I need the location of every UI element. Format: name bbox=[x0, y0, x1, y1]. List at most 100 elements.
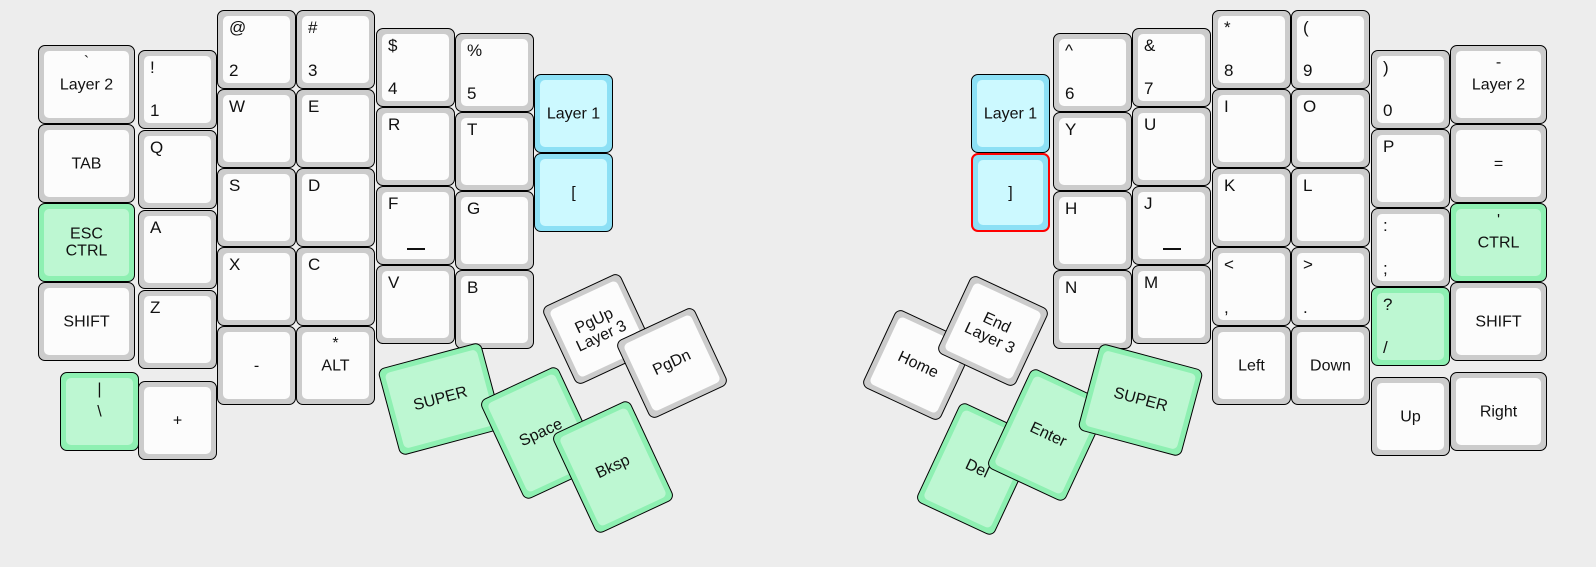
key-b[interactable]: B bbox=[455, 270, 534, 349]
key-k[interactable]: K bbox=[1212, 168, 1291, 247]
key-cap: #3 bbox=[302, 16, 369, 83]
key-o[interactable]: O bbox=[1291, 89, 1370, 168]
key-legend: SUPER bbox=[411, 383, 469, 415]
key-0[interactable]: )0 bbox=[1371, 50, 1450, 129]
key-key[interactable]: + bbox=[138, 381, 217, 460]
key-cap: Right bbox=[1456, 378, 1541, 445]
key-super[interactable]: SUPER bbox=[1076, 342, 1204, 458]
key-shift[interactable]: SHIFT bbox=[1450, 282, 1547, 361]
key-key[interactable]: - bbox=[217, 326, 296, 405]
key-key[interactable]: = bbox=[1450, 124, 1547, 203]
key-e[interactable]: E bbox=[296, 89, 375, 168]
key-legend: Y bbox=[1065, 120, 1077, 139]
key-legend-shifted: | bbox=[97, 381, 102, 398]
homing-bar-indicator bbox=[406, 248, 425, 250]
key-layer-2[interactable]: `Layer 2 bbox=[38, 45, 135, 124]
key-legend: PgDn bbox=[650, 346, 694, 380]
key-legend-primary: ; bbox=[1383, 258, 1388, 278]
key-left[interactable]: Left bbox=[1212, 326, 1291, 405]
key-cap: SHIFT bbox=[44, 288, 129, 355]
key-tab[interactable]: TAB bbox=[38, 124, 135, 203]
key-legend: W bbox=[229, 97, 246, 116]
key-alt[interactable]: *ALT bbox=[296, 326, 375, 405]
key-key[interactable]: ?/ bbox=[1371, 287, 1450, 366]
key-8[interactable]: *8 bbox=[1212, 10, 1291, 89]
key-legend: [ bbox=[571, 183, 576, 201]
key-p[interactable]: P bbox=[1371, 129, 1450, 208]
key-i[interactable]: I bbox=[1212, 89, 1291, 168]
key-cap: Down bbox=[1297, 332, 1364, 399]
key-key[interactable]: >. bbox=[1291, 247, 1370, 326]
key-up[interactable]: Up bbox=[1371, 377, 1450, 456]
key-legend-primary: 0 bbox=[1383, 100, 1393, 120]
key-r[interactable]: R bbox=[376, 107, 455, 186]
key-u[interactable]: U bbox=[1132, 107, 1211, 186]
key-6[interactable]: ^6 bbox=[1053, 33, 1132, 112]
key-key[interactable]: ] bbox=[971, 153, 1050, 232]
key-v[interactable]: V bbox=[376, 265, 455, 344]
key-cap: H bbox=[1059, 197, 1126, 264]
key-key[interactable]: :; bbox=[1371, 208, 1450, 287]
key-legend-shifted: % bbox=[467, 41, 483, 60]
key-legend-primary: 1 bbox=[150, 100, 160, 120]
key-cap: M bbox=[1138, 271, 1205, 338]
key-cap: Y bbox=[1059, 118, 1126, 185]
key-w[interactable]: W bbox=[217, 89, 296, 168]
key-legend: - bbox=[253, 356, 260, 374]
key-cap: J bbox=[1138, 192, 1205, 259]
key-layer-1[interactable]: Layer 1 bbox=[534, 74, 613, 153]
key-d[interactable]: D bbox=[296, 168, 375, 247]
key-legend: J bbox=[1144, 194, 1153, 213]
key-m[interactable]: M bbox=[1132, 265, 1211, 344]
key-cap: !1 bbox=[144, 56, 211, 123]
key-legend: H bbox=[1065, 199, 1078, 218]
key-cap: L bbox=[1297, 174, 1364, 241]
key-s[interactable]: S bbox=[217, 168, 296, 247]
key-legend: + bbox=[172, 411, 183, 429]
key-z[interactable]: Z bbox=[138, 290, 217, 369]
key-4[interactable]: $4 bbox=[376, 28, 455, 107]
key-key[interactable]: |\ bbox=[60, 372, 139, 451]
key-right[interactable]: Right bbox=[1450, 372, 1547, 451]
key-ctrl[interactable]: 'CTRL bbox=[1450, 203, 1547, 282]
key-j[interactable]: J bbox=[1132, 186, 1211, 265]
key-layer-2[interactable]: -Layer 2 bbox=[1450, 45, 1547, 124]
key-5[interactable]: %5 bbox=[455, 33, 534, 112]
key-t[interactable]: T bbox=[455, 112, 534, 191]
key-shift[interactable]: SHIFT bbox=[38, 282, 135, 361]
key-cap: *8 bbox=[1218, 16, 1285, 83]
key-1[interactable]: !1 bbox=[138, 50, 217, 129]
key-legend: SUPER bbox=[1111, 384, 1169, 416]
key-cap: G bbox=[461, 197, 528, 264]
key-c[interactable]: C bbox=[296, 247, 375, 326]
key-y[interactable]: Y bbox=[1053, 112, 1132, 191]
key-key[interactable]: <, bbox=[1212, 247, 1291, 326]
key-cap: I bbox=[1218, 95, 1285, 162]
key-key[interactable]: [ bbox=[534, 153, 613, 232]
key-g[interactable]: G bbox=[455, 191, 534, 270]
key-legend: B bbox=[467, 278, 479, 297]
key-legend-shifted: - bbox=[1495, 54, 1502, 71]
key-f[interactable]: F bbox=[376, 186, 455, 265]
key-cap: Layer 1 bbox=[540, 80, 607, 147]
key-legend-primary: 2 bbox=[229, 60, 239, 80]
key-h[interactable]: H bbox=[1053, 191, 1132, 270]
key-9[interactable]: (9 bbox=[1291, 10, 1370, 89]
key-esc[interactable]: ESC CTRL bbox=[38, 203, 135, 282]
key-cap: @2 bbox=[223, 16, 290, 83]
key-layer-1[interactable]: Layer 1 bbox=[971, 74, 1050, 153]
key-legend: O bbox=[1303, 97, 1317, 116]
key-a[interactable]: A bbox=[138, 210, 217, 289]
key-x[interactable]: X bbox=[217, 247, 296, 326]
key-7[interactable]: &7 bbox=[1132, 28, 1211, 107]
key-cap: $4 bbox=[382, 34, 449, 101]
key-legend-primary: 7 bbox=[1144, 78, 1154, 98]
key-3[interactable]: #3 bbox=[296, 10, 375, 89]
key-q[interactable]: Q bbox=[138, 130, 217, 209]
key-l[interactable]: L bbox=[1291, 168, 1370, 247]
key-down[interactable]: Down bbox=[1291, 326, 1370, 405]
key-2[interactable]: @2 bbox=[217, 10, 296, 89]
key-cap: Up bbox=[1377, 383, 1444, 450]
key-n[interactable]: N bbox=[1053, 270, 1132, 349]
homing-bar-indicator bbox=[1162, 248, 1181, 250]
